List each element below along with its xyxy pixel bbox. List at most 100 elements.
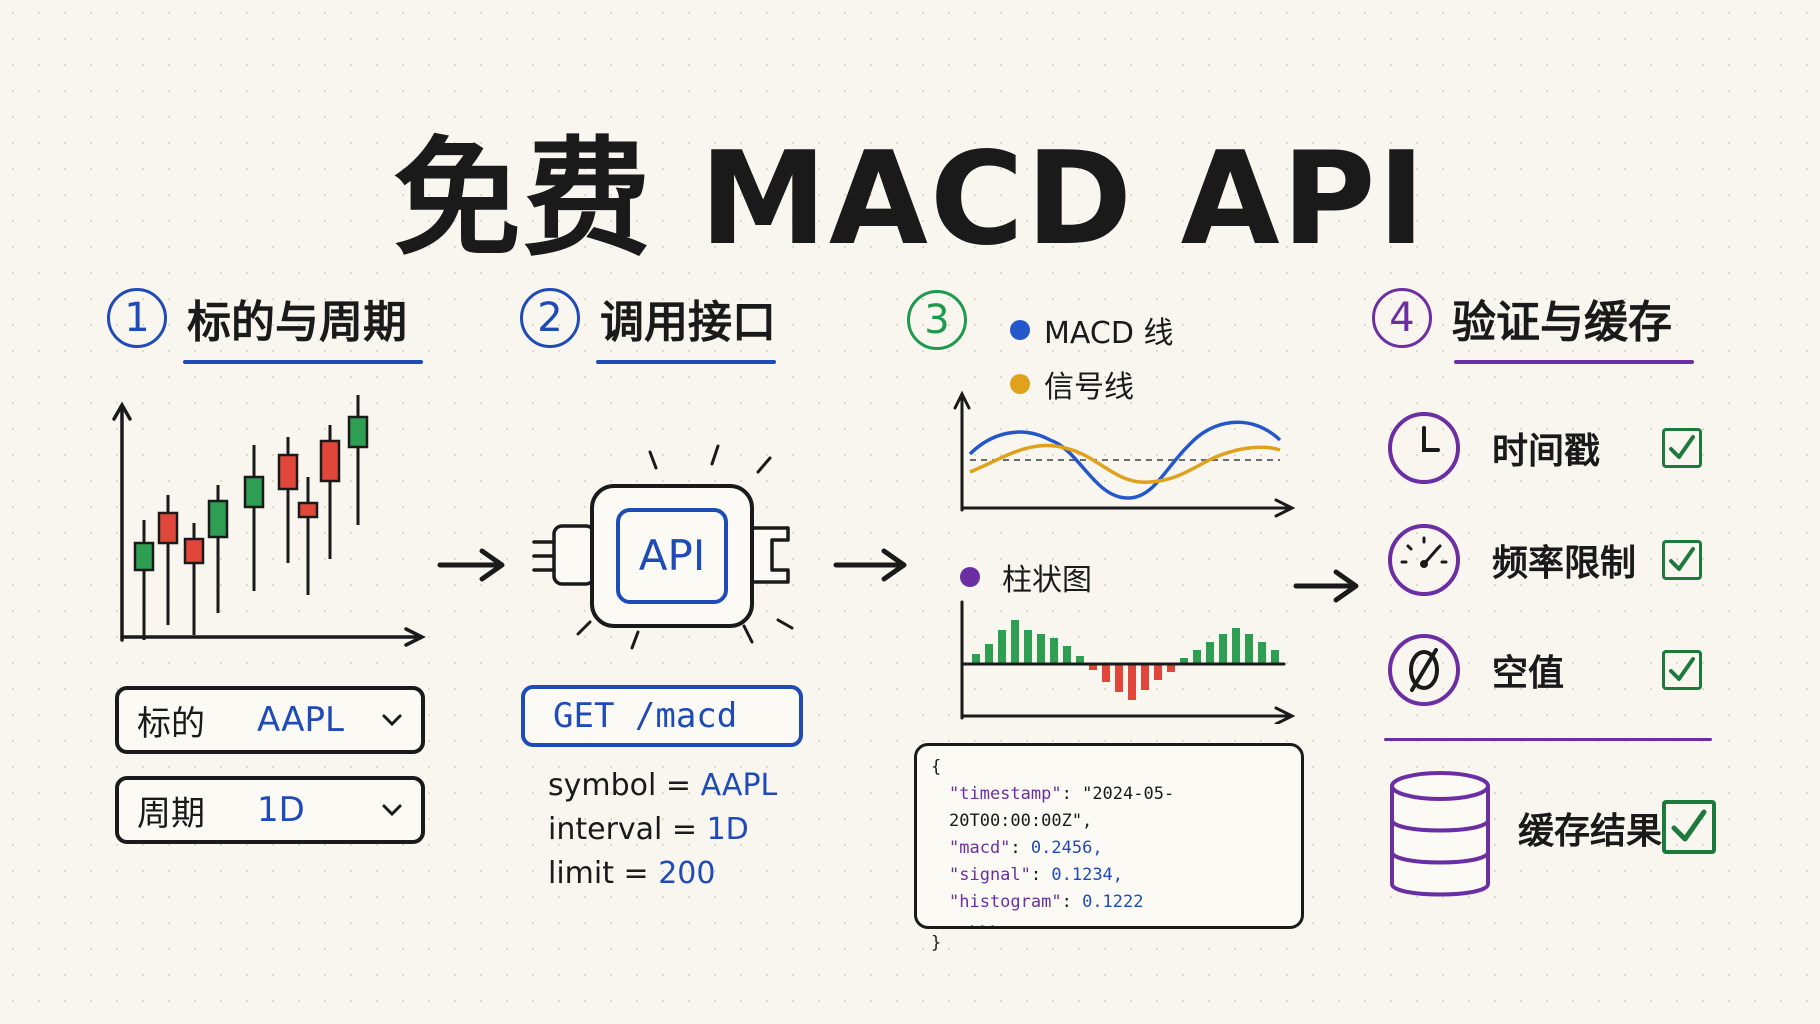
histogram-bar (1258, 642, 1266, 664)
legend-dot-signal (1010, 374, 1030, 394)
symbol-select-value: AAPL (257, 700, 344, 740)
candle-body (347, 415, 369, 449)
legend-dot-histogram (960, 567, 980, 587)
json-ellipsis: ... (967, 913, 998, 933)
json-key: "macd" (949, 838, 1011, 858)
check-null-values: 空值 (1386, 632, 1702, 708)
checkbox-checked[interactable] (1662, 800, 1716, 854)
legend-dot-macd (1010, 320, 1030, 340)
candle-body (133, 541, 155, 572)
legend-signal: 信号线 (1010, 362, 1173, 406)
step-1-number: 1 (107, 288, 167, 348)
database-icon (1390, 771, 1490, 897)
param-key: symbol (548, 768, 657, 803)
null-icon (1388, 634, 1460, 706)
histogram-bar (1141, 664, 1149, 690)
clock-icon (1388, 412, 1460, 484)
endpoint-badge[interactable]: GET /macd (521, 685, 803, 747)
macd-histogram-chart (960, 600, 1296, 724)
symbol-select-label: 标的 (137, 703, 205, 744)
histogram-bar (1154, 664, 1162, 680)
histogram-bar (1206, 642, 1214, 664)
step-1-header: 1 标的与周期 (107, 286, 423, 364)
candle-body (157, 511, 179, 545)
param-eq: = (656, 768, 701, 803)
param-value: 1D (706, 812, 749, 847)
checkbox-checked[interactable] (1662, 540, 1702, 580)
json-line-signal: "signal": 0.1234, (949, 865, 1124, 885)
param-value: AAPL (700, 768, 778, 803)
check-label: 频率限制 (1492, 543, 1637, 584)
step-4-header: 4 验证与缓存 (1372, 286, 1694, 364)
checkmark-icon (1669, 547, 1695, 571)
histogram-bar (1167, 664, 1175, 672)
legend-macd-label: MACD 线 (1044, 316, 1174, 351)
arrow-right-icon (437, 548, 505, 582)
json-close: } (931, 933, 942, 953)
step-4-title: 验证与缓存 (1452, 297, 1672, 348)
histogram-bar (985, 644, 993, 664)
param-row: interval = 1D (548, 808, 777, 852)
step-1-underline (183, 360, 423, 364)
page-title: 免费 MACD API (392, 125, 1428, 274)
histogram-bar (1024, 630, 1032, 664)
param-row: limit = 200 (548, 852, 777, 896)
json-response: { "timestamp": "2024-05-20T00:00:00Z", "… (914, 743, 1304, 953)
checkbox-checked[interactable] (1662, 650, 1702, 690)
api-plug-icon: API (532, 444, 794, 650)
json-value: 0.1222 (1082, 892, 1144, 912)
period-select[interactable]: 周期 1D (115, 776, 425, 844)
histogram-bar (1180, 658, 1188, 664)
legend-histogram: 柱状图 (960, 555, 1092, 599)
checkmark-icon (1669, 435, 1695, 459)
candle-body (243, 475, 265, 509)
api-label: API (639, 531, 705, 580)
candle-body (277, 453, 299, 491)
checkmark-icon (1669, 657, 1695, 681)
arrow-right-icon (833, 548, 907, 582)
step-2-title: 调用接口 (600, 297, 776, 348)
macd-line-chart (953, 390, 1296, 518)
json-key: "timestamp" (949, 784, 1062, 804)
candle-body (297, 501, 319, 519)
histogram-bar (1063, 646, 1071, 664)
json-line-histogram: "histogram": 0.1222 (949, 892, 1144, 912)
candlestick-chart (112, 395, 426, 647)
chevron-down-icon (382, 804, 402, 817)
histogram-bar (1128, 664, 1136, 700)
candle-body (207, 499, 229, 539)
check-label: 时间戳 (1492, 431, 1601, 472)
histogram-bar (1037, 634, 1045, 664)
period-select-value: 1D (257, 790, 305, 830)
request-params: symbol = AAPL interval = 1D limit = 200 (548, 764, 777, 896)
histogram-bar (1115, 664, 1123, 692)
histogram-bar (1232, 628, 1240, 664)
step-3-number: 3 (907, 290, 967, 350)
step-2-number: 2 (520, 288, 580, 348)
step-2-underline (596, 360, 776, 364)
json-value: "2024-05-20T00:00:00Z", (949, 784, 1175, 831)
histogram-bar (1089, 664, 1097, 670)
histogram-bar (1102, 664, 1110, 682)
period-select-label: 周期 (137, 793, 205, 834)
symbol-select[interactable]: 标的 AAPL (115, 686, 425, 754)
json-line-macd: "macd": 0.2456, (949, 838, 1103, 858)
section-divider (1384, 738, 1712, 741)
json-key: "histogram" (949, 892, 1062, 912)
param-key: limit (548, 856, 614, 891)
param-key: interval (548, 812, 663, 847)
histogram-bar (1271, 650, 1279, 664)
step-4-underline (1454, 360, 1694, 364)
histogram-bar (1076, 656, 1084, 664)
param-eq: = (662, 812, 707, 847)
histogram-bar (1050, 638, 1058, 664)
legend-histogram-label: 柱状图 (1002, 563, 1092, 598)
json-line-timestamp: "timestamp": "2024-05-20T00:00:00Z", (949, 784, 1175, 831)
checkmark-icon (1671, 809, 1707, 842)
histogram-bar (998, 630, 1006, 664)
cache-label: 缓存结果 (1518, 811, 1663, 852)
param-value: 200 (658, 856, 716, 891)
chart-legend: MACD 线 信号线 (1010, 308, 1173, 406)
arrow-right-icon (1293, 569, 1359, 603)
checkbox-checked[interactable] (1662, 428, 1702, 468)
